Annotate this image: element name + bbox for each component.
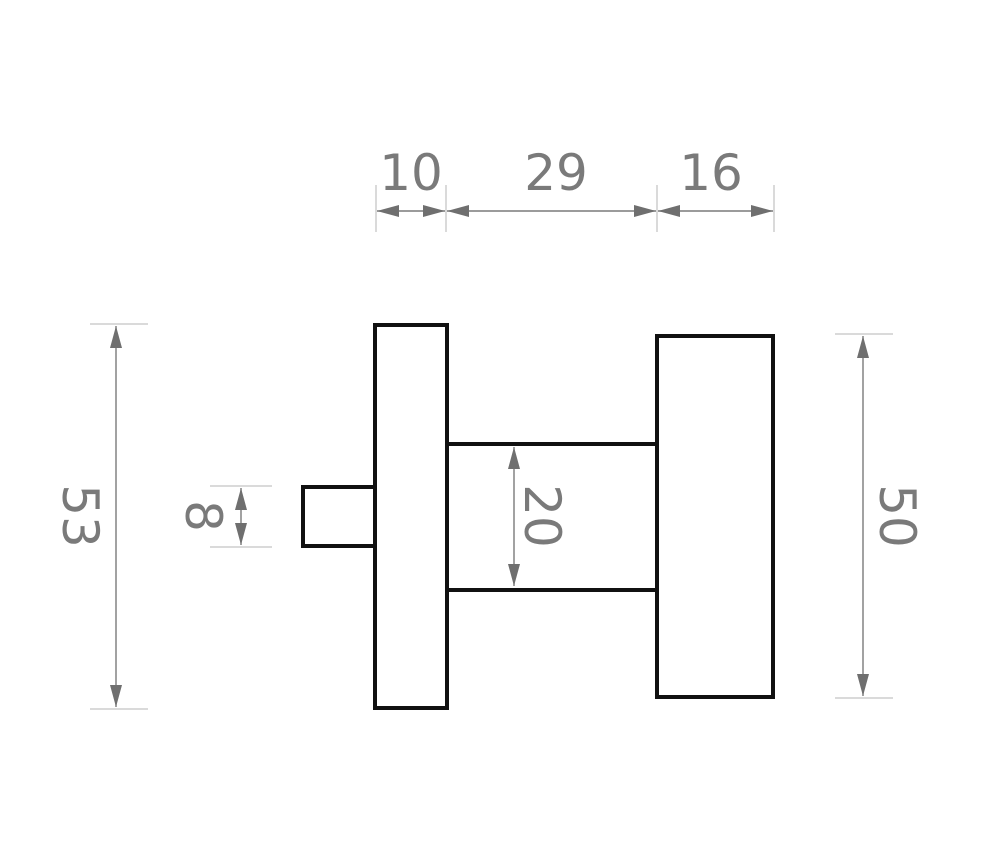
arrow-head bbox=[751, 205, 773, 217]
label-neck-diameter: 20 bbox=[513, 484, 571, 548]
arrow-head bbox=[235, 488, 247, 510]
knob-head bbox=[655, 334, 775, 699]
arrow-head bbox=[857, 674, 869, 696]
arrow-head bbox=[508, 564, 520, 586]
arrow-head bbox=[634, 205, 656, 217]
label-rosette-thickness: 10 bbox=[379, 144, 443, 202]
part-outline bbox=[301, 323, 775, 710]
arrow-head bbox=[857, 336, 869, 358]
extension-lines bbox=[90, 185, 893, 710]
arrow-head bbox=[235, 523, 247, 545]
label-knob-diameter: 50 bbox=[868, 484, 926, 548]
arrow-head bbox=[377, 205, 399, 217]
neck bbox=[445, 442, 659, 592]
label-rosette-diameter: 53 bbox=[51, 484, 109, 548]
arrow-head bbox=[658, 205, 680, 217]
arrow-head bbox=[447, 205, 469, 217]
spindle bbox=[301, 485, 377, 548]
dimension-labels: 10 29 16 53 8 20 50 bbox=[51, 144, 926, 548]
rosette bbox=[373, 323, 449, 710]
arrow-head bbox=[423, 205, 445, 217]
label-spindle-size: 8 bbox=[174, 500, 232, 532]
label-neck-length: 29 bbox=[524, 144, 588, 202]
arrowheads bbox=[110, 205, 869, 707]
arrow-head bbox=[110, 326, 122, 348]
label-knob-thickness: 16 bbox=[679, 144, 743, 202]
arrow-head bbox=[508, 447, 520, 469]
arrow-head bbox=[110, 685, 122, 707]
